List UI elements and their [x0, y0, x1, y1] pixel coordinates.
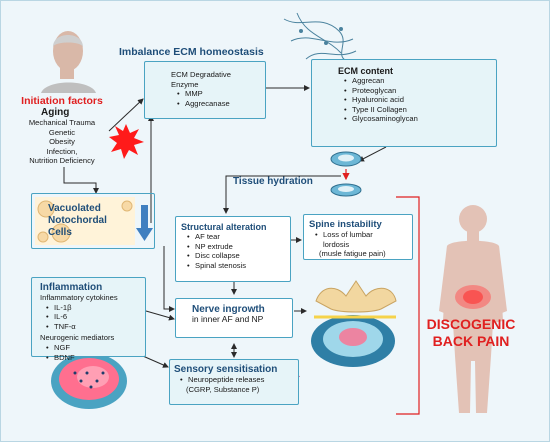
list-item: Spinal stenosis — [187, 261, 267, 271]
disc-hydration-icon — [330, 151, 362, 197]
list-item: NP extrude — [187, 242, 267, 252]
initiation-factors-title: Initiation factors — [21, 95, 103, 107]
notochordal-title: Vacuolated — [48, 203, 101, 214]
nerve-ingrowth-subtitle: in inner AF and NP — [192, 314, 264, 324]
mediators-title: Neurogenic mediators — [40, 333, 115, 343]
list-item: Hyaluronic acid — [344, 95, 418, 105]
list-item: •Neuropeptide releases — [180, 375, 265, 384]
spine-instability-box: Spine instability •Loss of lumbar lordos… — [303, 214, 413, 260]
inflammation-title: Inflammation — [40, 282, 103, 293]
discogenic-back-pain-label: DISCOGENIC BACK PAIN — [421, 316, 521, 350]
list-item: MMP — [177, 89, 231, 99]
elderly-head-icon — [41, 31, 96, 93]
list-item: Disc collapse — [187, 251, 267, 261]
sensory-sensitisation-title: Sensory sensitisation — [174, 364, 278, 375]
list-item: IL-1β — [46, 303, 118, 313]
list-item-continuation: lordosis — [323, 239, 350, 249]
down-arrow-notochordal-icon — [136, 205, 153, 241]
list-item: TNF-α — [46, 322, 118, 332]
ecm-fibre-icon — [283, 12, 357, 64]
ecm-degradative-title: ECM Degradative — [171, 70, 231, 79]
notochordal-cells-icon — [35, 197, 135, 245]
notochordal-title: Cells — [48, 227, 72, 238]
aging-label: Aging — [41, 107, 70, 118]
list-item: NGF — [46, 343, 118, 353]
notochordal-box: Vacuolated Notochordal Cells — [31, 193, 155, 249]
list-item: Proteoglycan — [344, 86, 418, 96]
list-item: Aggrecan — [344, 76, 418, 86]
cytokines-title: Inflammatory cytokines — [40, 293, 118, 302]
nerve-ingrowth-box: Nerve ingrowth in inner AF and NP — [175, 298, 293, 338]
inflammation-box: Inflammation Inflammatory cytokines IL-1… — [31, 277, 146, 362]
ecm-content-title: ECM content — [338, 66, 393, 76]
ecm-degradative-title: Enzyme — [171, 79, 199, 89]
list-item: Glycosaminoglycan — [344, 114, 418, 124]
factor-item: Obesity — [49, 137, 75, 147]
factor-item: Nutrition Deficiency — [29, 156, 95, 166]
factor-item: Infection, — [46, 146, 78, 156]
list-item-continuation: (CGRP, Substance P) — [186, 384, 260, 394]
nerve-ingrowth-title: Nerve ingrowth — [192, 304, 265, 315]
list-item: IL-6 — [46, 312, 118, 322]
structural-alteration-box: Structural alteration AF tear NP extrude… — [175, 216, 291, 282]
notochordal-title: Notochordal — [48, 215, 107, 226]
list-item: Type II Collagen — [344, 105, 418, 115]
trauma-star-icon — [109, 124, 144, 159]
factor-item: Mechanical Trauma — [28, 118, 96, 127]
tissue-hydration-label: Tissue hydration — [233, 176, 313, 187]
inflamed-cell-icon — [51, 353, 127, 409]
list-item: •Loss of lumbar — [315, 230, 373, 239]
ecm-content-box: ECM content Aggrecan Proteoglycan Hyalur… — [311, 59, 497, 147]
initiation-factors-block: Initiation factors Aging Mechanical Trau… — [3, 95, 121, 166]
discogenic-line: DISCOGENIC — [426, 316, 516, 332]
list-item: Aggrecanase — [177, 99, 231, 109]
human-back-icon — [439, 205, 507, 413]
structural-alteration-title: Structural alteration — [181, 222, 267, 232]
list-item: AF tear — [187, 232, 267, 242]
sensory-sensitisation-box: Sensory sensitisation •Neuropeptide rele… — [169, 359, 299, 405]
factor-item: Genetic — [48, 127, 76, 137]
spine-instability-title: Spine instability — [309, 219, 382, 230]
list-item-continuation: (musle fatigue pain) — [319, 249, 386, 259]
vertebra-disc-icon — [311, 280, 397, 367]
discogenic-line: BACK PAIN — [432, 333, 510, 349]
list-item: BDNF — [46, 353, 118, 363]
ecm-degradative-box: ECM Degradative Enzyme MMP Aggrecanase — [144, 61, 266, 119]
ecm-homeostasis-title: Imbalance ECM homeostasis — [119, 46, 264, 58]
